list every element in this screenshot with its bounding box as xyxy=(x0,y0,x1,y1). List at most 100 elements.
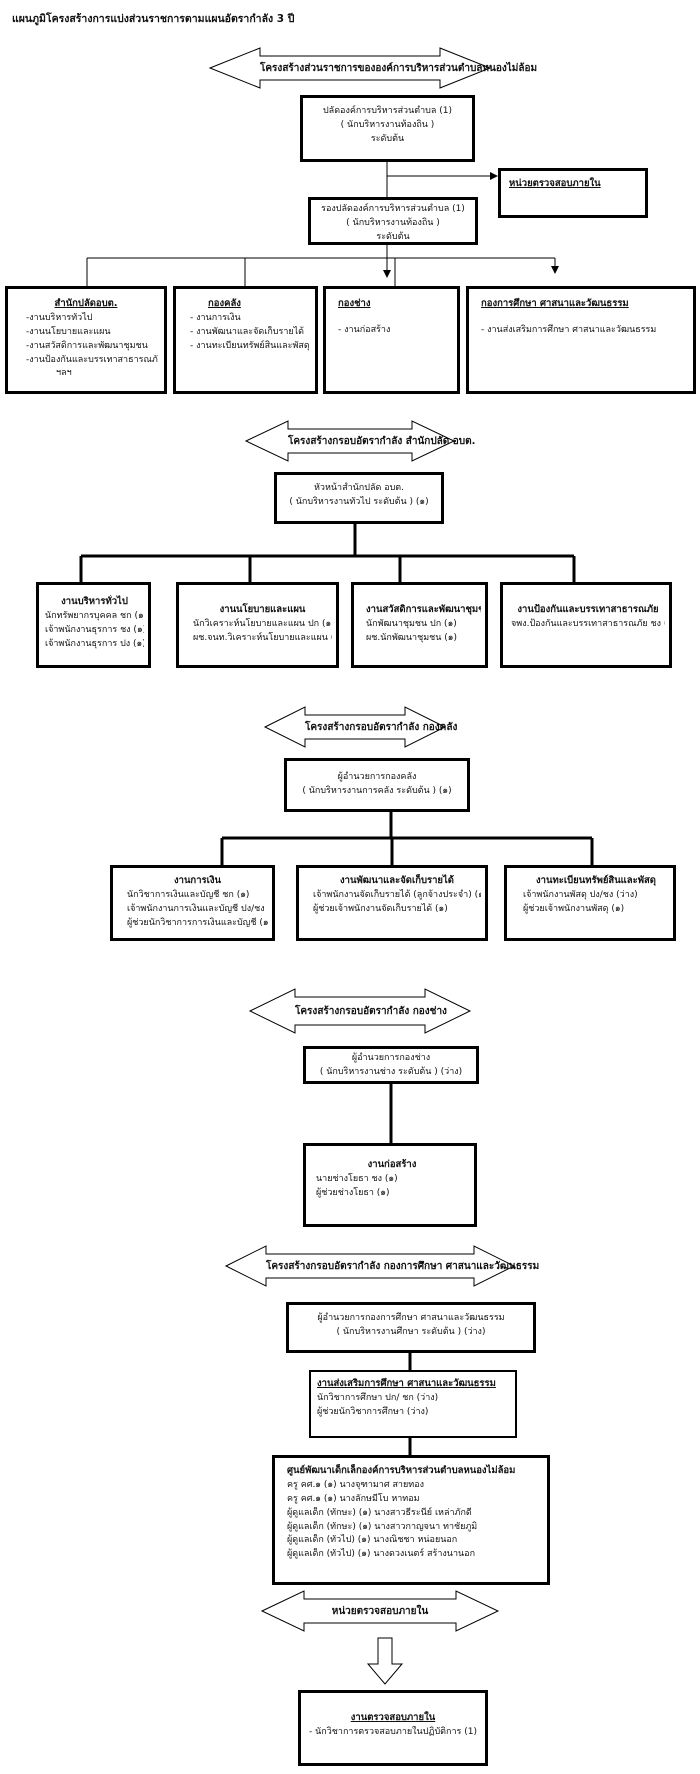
engineer-unit-box: งานก่อสร้าง นายช่างโยธา ชง (๑) ผู้ช่วยช่… xyxy=(303,1143,477,1227)
deputy-line-1: รองปลัดองค์การบริหารส่วนตำบล (1) xyxy=(321,204,465,214)
division-palad-item: -งานสวัสดิการและพัฒนาชุมชน xyxy=(26,340,148,351)
palad-unit-item: นักวิเคราะห์นโยบายและแผน ปก (๑) xyxy=(193,618,332,629)
finance-unit-item: ผู้ช่วยเจ้าพนักงานพัสดุ (๑) xyxy=(523,903,625,914)
division-box-finance: กองคลัง - งานการเงิน - งานพัฒนาและจัดเก็… xyxy=(173,286,318,394)
deputy-line-2: ( นักบริหารงานท้องถิ่น ) xyxy=(346,217,440,228)
division-palad-item: -งานนโยบายและแผน xyxy=(26,326,111,337)
palad-unit-title: งานป้องกันและบรรเทาสาธารณภัย xyxy=(517,604,659,615)
division-engineer-item: - งานก่อสร้าง xyxy=(338,324,391,335)
childcare-staff-item: ผู้ดูแลเด็ก (ทั่วไป) (๑) นางดวงเนตร์ สร้… xyxy=(287,1549,476,1560)
banner-main-label: โครงสร้างส่วนราชการขององค์การบริหารส่วนต… xyxy=(260,63,538,74)
palad-chief-line-2: ( นักบริหารงานท้องถิ่น ) xyxy=(340,119,435,130)
palad-unit-box: งานบริหารทั่วไป นักทรัพยากรบุคคล ชก (๑) … xyxy=(36,582,151,668)
audit-unit-title: หน่วยตรวจสอบภายใน xyxy=(509,178,601,189)
engineer-head-box: ผู้อำนวยการกองช่าง ( นักบริหารงานช่าง ระ… xyxy=(303,1046,479,1084)
education-unit-item: ผู้ช่วยนักวิชาการศึกษา (ว่าง) xyxy=(317,1406,429,1417)
banner-engineer-arrow xyxy=(248,988,472,1034)
palad-unit-item: นักพัฒนาชุมชน ปก (๑) xyxy=(366,618,457,629)
palad-unit-title: งานบริหารทั่วไป xyxy=(61,596,128,607)
childcare-center-title: ศูนย์พัฒนาเด็กเล็กองค์การบริหารส่วนตำบลห… xyxy=(287,1465,516,1476)
palad-chief-box: ปลัดองค์การบริหารส่วนตำบล (1) ( นักบริหา… xyxy=(300,95,475,162)
audit-section-box: งานตรวจสอบภายใน - นักวิชาการตรวจสอบภายใน… xyxy=(298,1690,488,1766)
banner-palad-label: โครงสร้างกรอบอัตรากำลัง สำนักปลัด อบต. xyxy=(288,436,476,447)
palad-unit-item: เจ้าพนักงานธุรการ ปง (๑) xyxy=(45,638,144,649)
division-palad-item: -งานป้องกันและบรรเทาสาธารณภัย xyxy=(26,354,158,365)
finance-head-box: ผู้อำนวยการกองคลัง ( นักบริหารงานการคลัง… xyxy=(284,758,470,812)
finance-unit-item: เจ้าพนักงานจัดเก็บรายได้ (ลูกจ้างประจำ) … xyxy=(313,889,481,900)
banner-education-arrow xyxy=(224,1245,516,1287)
palad-chief-line-1: ปลัดองค์การบริหารส่วนตำบล (1) xyxy=(322,106,453,116)
division-palad-title: สำนักปลัดอบต. xyxy=(54,298,118,309)
childcare-staff-item: ครู คศ.๑ (๑) นางลักษมีโบ หาทอม xyxy=(287,1493,420,1504)
division-education-item: - งานส่งเสริมการศึกษา ศาสนาและวัฒนธรรม xyxy=(481,324,657,335)
palad-unit-item: เจ้าพนักงานธุรการ ชง (๑) xyxy=(45,624,144,635)
finance-head-line-2: ( นักบริหารงานการคลัง ระดับต้น ) (๑) xyxy=(302,785,452,796)
finance-unit-item: นักวิชาการเงินและบัญชี ชก (๑) xyxy=(127,889,250,900)
palad-unit-box: งานสวัสดิการและพัฒนาชุมชน นักพัฒนาชุมชน … xyxy=(351,582,488,668)
palad-unit-title: งานนโยบายและแผน xyxy=(219,604,306,615)
education-unit-item: นักวิชาการศึกษา ปก/ ชก (ว่าง) xyxy=(317,1392,439,1403)
engineer-unit-item: ผู้ช่วยช่างโยธา (๑) xyxy=(316,1187,390,1198)
childcare-center-box: ศูนย์พัฒนาเด็กเล็กองค์การบริหารส่วนตำบลห… xyxy=(272,1455,550,1585)
division-finance-item: - งานการเงิน xyxy=(190,312,241,323)
palad-unit-item: นักทรัพยากรบุคคล ชก (๑) xyxy=(45,610,144,621)
banner-finance-label: โครงสร้างกรอบอัตรากำลัง กองคลัง xyxy=(305,722,458,733)
palad-unit-item: ผช.จนท.วิเคราะห์นโยบายและแผน (๑) xyxy=(193,632,332,643)
banner-audit-label: หน่วยตรวจสอบภายใน xyxy=(331,1606,429,1617)
division-box-education: กองการศึกษา ศาสนาและวัฒนธรรม - งานส่งเสร… xyxy=(466,286,696,394)
banner-main-arrow xyxy=(208,47,492,89)
banner-finance-arrow xyxy=(263,706,447,748)
division-education-title: กองการศึกษา ศาสนาและวัฒนธรรม xyxy=(481,298,629,309)
finance-unit-item: ผู้ช่วยเจ้าพนักงานจัดเก็บรายได้ (๑) xyxy=(313,903,448,914)
childcare-staff-item: ผู้ดูแลเด็ก (ทักษะ) (๑) นางสาวธีระนีย์ เ… xyxy=(287,1507,472,1518)
education-unit-title: งานส่งเสริมการศึกษา ศาสนาและวัฒนธรรม xyxy=(317,1378,496,1389)
division-engineer-title: กองช่าง xyxy=(338,298,371,309)
down-arrow xyxy=(366,1637,404,1685)
banner-audit-arrow xyxy=(260,1590,500,1632)
banner-engineer-label: โครงสร้างกรอบอัตรากำลัง กองช่าง xyxy=(295,1006,447,1017)
palad-unit-box: งานป้องกันและบรรเทาสาธารณภัย จพง.ป้องกัน… xyxy=(500,582,672,668)
palad-head-box: หัวหน้าสำนักปลัด อบต. ( นักบริหารงานทั่ว… xyxy=(274,472,444,524)
education-unit-box: งานส่งเสริมการศึกษา ศาสนาและวัฒนธรรม นัก… xyxy=(309,1370,517,1438)
palad-unit-title: งานสวัสดิการและพัฒนาชุมชน xyxy=(366,604,481,615)
palad-head-line-1: หัวหน้าสำนักปลัด อบต. xyxy=(313,483,405,493)
division-box-palad: สำนักปลัดอบต. -งานบริหารทั่วไป -งานนโยบา… xyxy=(5,286,167,394)
palad-unit-item: ผช.นักพัฒนาชุมชน (๑) xyxy=(366,632,458,643)
banner-education-label: โครงสร้างกรอบอัตรากำลัง กองการศึกษา ศาสน… xyxy=(266,1261,540,1272)
finance-unit-title: งานการเงิน xyxy=(173,875,222,886)
palad-unit-item: จพง.ป้องกันและบรรเทาสาธารณภัย ชง (๑) xyxy=(511,618,665,629)
palad-unit-box: งานนโยบายและแผน นักวิเคราะห์นโยบายและแผน… xyxy=(176,582,339,668)
childcare-staff-item: ผู้ดูแลเด็ก (ทักษะ) (๑) นางสาวกาญจนา ทาช… xyxy=(287,1521,478,1532)
division-palad-item: -งานบริหารทั่วไป xyxy=(26,312,93,323)
childcare-staff-item: ผู้ดูแลเด็ก (ทั่วไป) (๑) นางณิชชา หน่อยน… xyxy=(287,1535,458,1546)
engineer-head-line-1: ผู้อำนวยการกองช่าง xyxy=(351,1053,431,1063)
finance-unit-box: งานการเงิน นักวิชาการเงินและบัญชี ชก (๑)… xyxy=(110,865,275,941)
finance-unit-box: งานพัฒนาและจัดเก็บรายได้ เจ้าพนักงานจัดเ… xyxy=(296,865,488,941)
deputy-palad-box: รองปลัดองค์การบริหารส่วนตำบล (1) ( นักบร… xyxy=(308,197,478,245)
audit-section-title: งานตรวจสอบภายใน xyxy=(350,1712,436,1723)
finance-unit-box: งานทะเบียนทรัพย์สินและพัสดุ เจ้าพนักงานพ… xyxy=(504,865,676,941)
division-palad-item: ฯลฯ xyxy=(56,368,72,379)
education-head-line-2: ( นักบริหารงานศึกษา ระดับต้น ) (ว่าง) xyxy=(336,1326,486,1337)
palad-head-line-2: ( นักบริหารงานทั่วไป ระดับต้น ) (๑) xyxy=(289,496,429,507)
division-box-engineer: กองช่าง - งานก่อสร้าง xyxy=(323,286,460,394)
finance-head-line-1: ผู้อำนวยการกองคลัง xyxy=(337,772,417,782)
deputy-line-3: ระดับต้น xyxy=(376,231,410,242)
division-finance-item: - งานทะเบียนทรัพย์สินและพัสดุ xyxy=(190,340,309,351)
audit-unit-box: หน่วยตรวจสอบภายใน xyxy=(498,168,648,218)
childcare-staff-item: ครู คศ.๑ (๑) นางจุฑามาศ สายทอง xyxy=(287,1479,424,1490)
finance-unit-item: ผู้ช่วยนักวิชาการการเงินและบัญชี (๑) xyxy=(127,917,268,928)
engineer-unit-title: งานก่อสร้าง xyxy=(367,1159,417,1170)
engineer-head-line-2: ( นักบริหารงานช่าง ระดับต้น ) (ว่าง) xyxy=(319,1066,463,1077)
education-head-box: ผู้อำนวยการกองการศึกษา ศาสนาและวัฒนธรรม … xyxy=(286,1302,536,1353)
finance-unit-item: เจ้าพนักงานพัสดุ ปง/ชง (ว่าง) xyxy=(523,889,638,900)
division-finance-item: - งานพัฒนาและจัดเก็บรายได้ xyxy=(190,326,305,337)
finance-unit-title: งานทะเบียนทรัพย์สินและพัสดุ xyxy=(536,875,656,886)
finance-unit-title: งานพัฒนาและจัดเก็บรายได้ xyxy=(340,875,454,886)
banner-palad-arrow xyxy=(244,420,456,462)
palad-chief-line-3: ระดับต้น xyxy=(370,133,405,144)
engineer-unit-item: นายช่างโยธา ชง (๑) xyxy=(316,1173,398,1184)
division-finance-title: กองคลัง xyxy=(208,298,241,309)
finance-unit-item: เจ้าพนักงานการเงินและบัญชี ปง/ชง (ว่าง) xyxy=(127,903,268,914)
